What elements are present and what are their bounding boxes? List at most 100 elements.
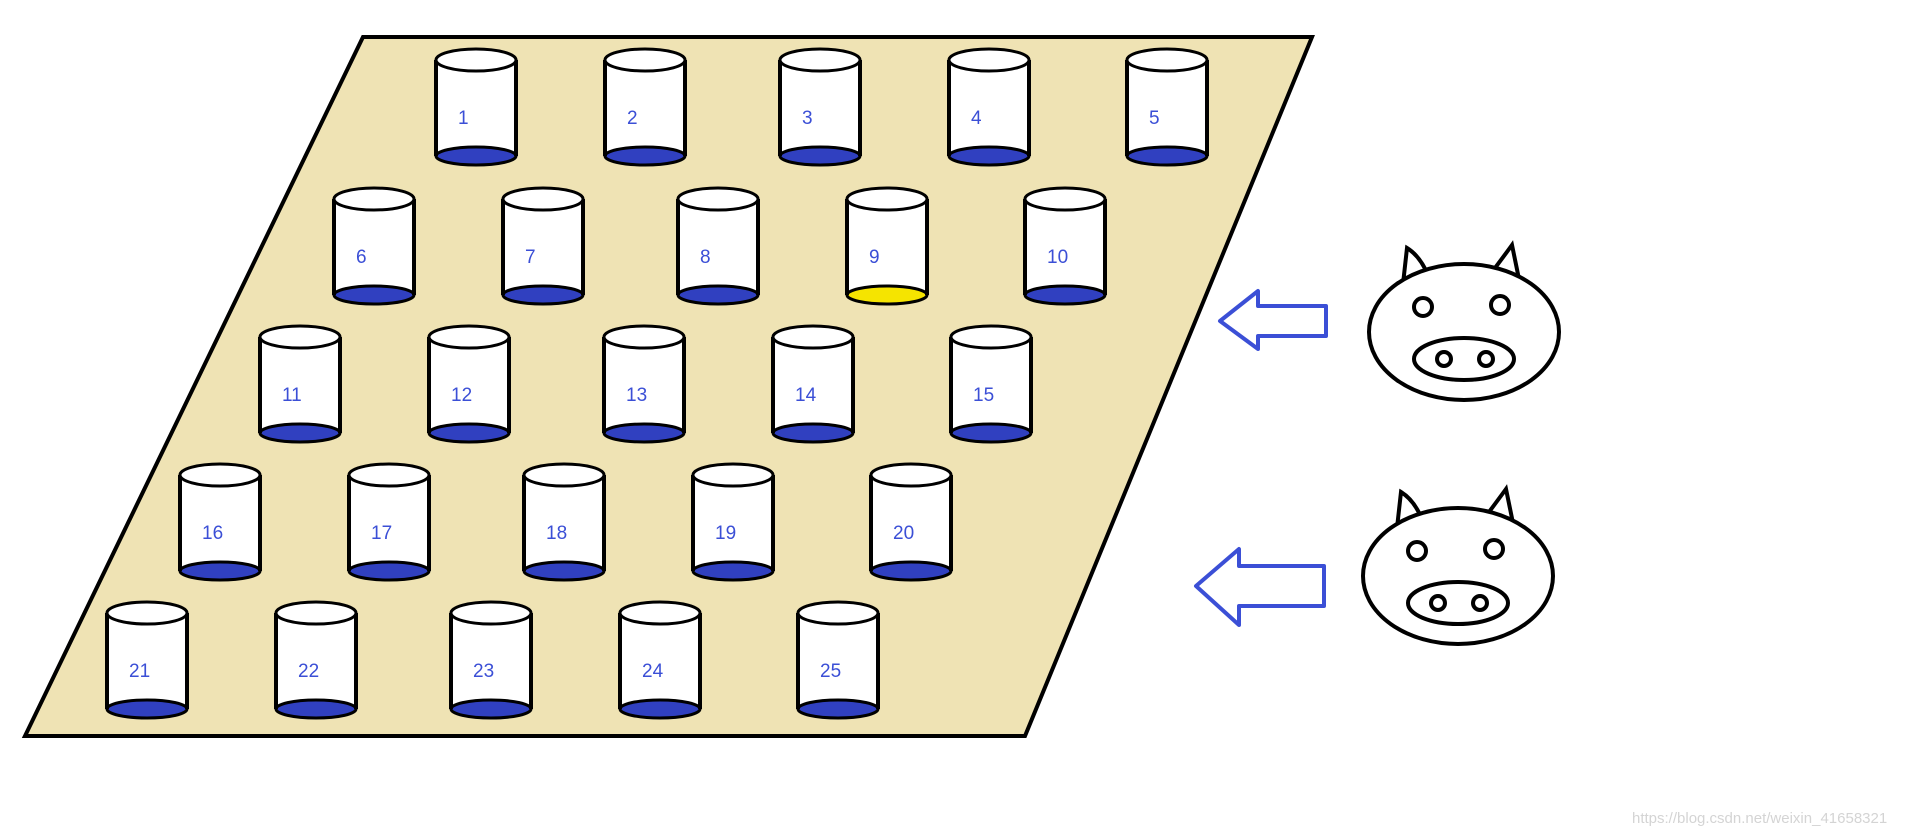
bucket-liquid	[603, 145, 687, 167]
bucket-label: 9	[869, 247, 880, 268]
bucket: 5	[1125, 47, 1209, 167]
bucket-body	[693, 475, 773, 571]
bucket-label: 25	[820, 661, 841, 682]
bucket-label: 16	[202, 523, 223, 544]
bucket-liquid	[949, 422, 1033, 444]
pig-icon	[1361, 484, 1555, 646]
bucket-body	[847, 199, 927, 295]
bucket: 15	[949, 324, 1033, 444]
bucket-rim	[427, 324, 511, 350]
bucket-rim	[332, 186, 416, 212]
bucket: 2	[603, 47, 687, 167]
bucket-label: 20	[893, 523, 914, 544]
bucket-body	[949, 60, 1029, 156]
bucket-rim	[676, 186, 760, 212]
bucket-label: 3	[802, 108, 813, 129]
bucket-label: 13	[626, 385, 647, 406]
bucket-body	[436, 60, 516, 156]
bucket-liquid	[501, 284, 585, 306]
pig-nostril-left	[1435, 350, 1453, 368]
bucket: 18	[522, 462, 606, 582]
bucket-liquid	[274, 698, 358, 720]
bucket-label: 5	[1149, 108, 1160, 129]
bucket: 6	[332, 186, 416, 306]
arrow-left-icon	[1194, 547, 1326, 627]
bucket-body	[429, 337, 509, 433]
bucket-rim	[1125, 47, 1209, 73]
bucket-label: 23	[473, 661, 494, 682]
bucket-liquid	[691, 560, 775, 582]
watermark: https://blog.csdn.net/weixin_41658321	[1632, 810, 1888, 827]
pig-snout	[1406, 580, 1510, 626]
bucket-body	[798, 613, 878, 709]
pig-nostril-right	[1471, 594, 1489, 612]
bucket-body	[871, 475, 951, 571]
bucket-label: 21	[129, 661, 150, 682]
bucket: 24	[618, 600, 702, 720]
bucket-label: 19	[715, 523, 736, 544]
bucket-liquid	[347, 560, 431, 582]
bucket: 10	[1023, 186, 1107, 306]
bucket-liquid	[869, 560, 953, 582]
bucket-rim	[449, 600, 533, 626]
pig-eye-right	[1483, 538, 1505, 560]
bucket-liquid	[449, 698, 533, 720]
bucket-rim	[845, 186, 929, 212]
bucket-body	[451, 613, 531, 709]
bucket: 23	[449, 600, 533, 720]
bucket-body	[604, 337, 684, 433]
bucket: 12	[427, 324, 511, 444]
bucket-rim	[522, 462, 606, 488]
bucket-rim	[274, 600, 358, 626]
bucket-body	[780, 60, 860, 156]
bucket: 19	[691, 462, 775, 582]
bucket-rim	[258, 324, 342, 350]
pig-snout	[1412, 336, 1516, 382]
bucket-liquid	[332, 284, 416, 306]
bucket-body	[260, 337, 340, 433]
bucket-label: 15	[973, 385, 994, 406]
bucket: 13	[602, 324, 686, 444]
bucket-body	[1025, 199, 1105, 295]
bucket-label: 2	[627, 108, 638, 129]
bucket-body	[678, 199, 758, 295]
pig-eye-left	[1406, 540, 1428, 562]
bucket-rim	[105, 600, 189, 626]
pig-group	[1361, 240, 1561, 646]
bucket-body	[503, 199, 583, 295]
pig-nostril-right	[1477, 350, 1495, 368]
bucket-label: 6	[356, 247, 367, 268]
bucket-liquid-highlighted	[845, 284, 929, 306]
bucket-label: 1	[458, 108, 469, 129]
bucket-liquid	[796, 698, 880, 720]
bucket-rim	[796, 600, 880, 626]
bucket-label: 10	[1047, 247, 1068, 268]
bucket-liquid	[602, 422, 686, 444]
bucket-rim	[947, 47, 1031, 73]
bucket-label: 4	[971, 108, 982, 129]
bucket: 21	[105, 600, 189, 720]
arrow-left-icon	[1218, 289, 1328, 351]
arrow-group	[1194, 289, 1328, 627]
bucket-label: 14	[795, 385, 817, 406]
bucket: 1	[434, 47, 518, 167]
bucket-label: 8	[700, 247, 711, 268]
bucket-rim	[949, 324, 1033, 350]
bucket: 17	[347, 462, 431, 582]
bucket-rim	[869, 462, 953, 488]
bucket: 25	[796, 600, 880, 720]
bucket-rim	[1023, 186, 1107, 212]
bucket: 4	[947, 47, 1031, 167]
bucket-rim	[771, 324, 855, 350]
bucket-label: 17	[371, 523, 392, 544]
bucket-body	[1127, 60, 1207, 156]
bucket-body	[349, 475, 429, 571]
bucket-liquid	[618, 698, 702, 720]
bucket: 3	[778, 47, 862, 167]
bucket-body	[334, 199, 414, 295]
bucket: 16	[178, 462, 262, 582]
bucket-liquid	[434, 145, 518, 167]
bucket-body	[276, 613, 356, 709]
bucket: 14	[771, 324, 855, 444]
bucket-body	[524, 475, 604, 571]
